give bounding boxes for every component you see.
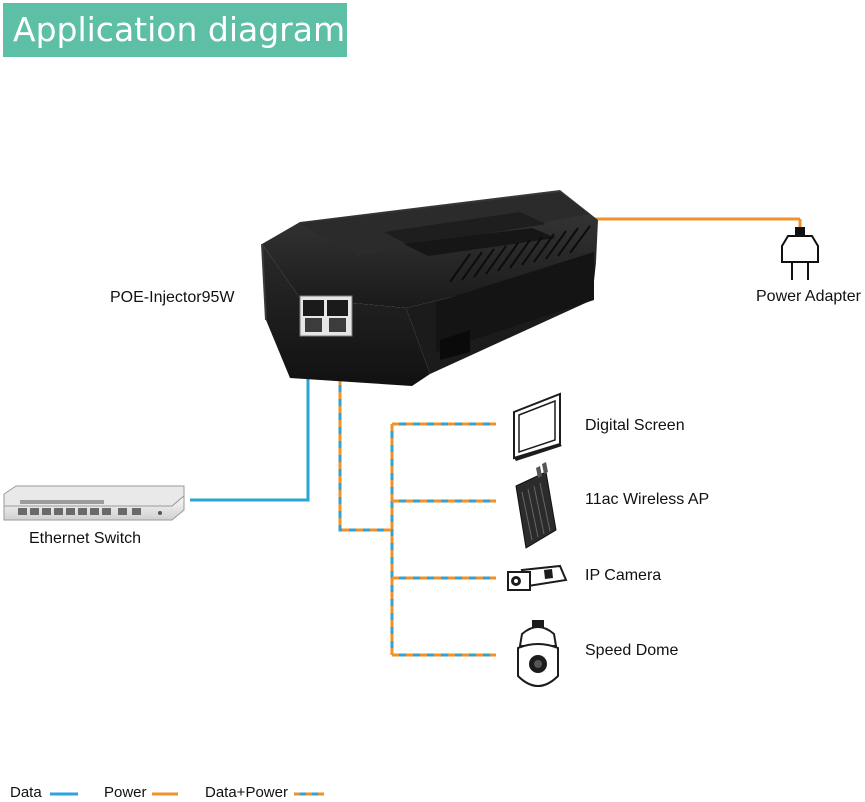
monitor-icon [513, 392, 562, 461]
legend-power-label: Power [104, 784, 147, 801]
injector-label: POE-Injector95W [110, 289, 235, 306]
power-adapter-label: Power Adapter [756, 288, 862, 305]
device-label-ip-camera: IP Camera [585, 567, 661, 584]
legend-data-label: Data [10, 784, 42, 801]
device-label-speed-dome: Speed Dome [585, 642, 678, 659]
power-line [592, 217, 802, 228]
poe-injector [261, 190, 598, 386]
data-power-lines [338, 336, 496, 657]
access-point-icon [515, 462, 557, 549]
bullet-camera-icon [507, 564, 568, 591]
page-title: Application diagram [3, 3, 347, 57]
legend-data-power-label: Data+Power [205, 784, 288, 801]
device-label-wireless-ap: 11ac Wireless AP [585, 491, 709, 508]
speed-dome-icon [517, 620, 559, 687]
ethernet-switch-label: Ethernet Switch [29, 530, 141, 547]
legend: Data Power Data+Power [10, 784, 324, 801]
device-label-digital-screen: Digital Screen [585, 417, 685, 434]
power-plug-icon [781, 227, 819, 280]
ethernet-switch [3, 485, 185, 521]
